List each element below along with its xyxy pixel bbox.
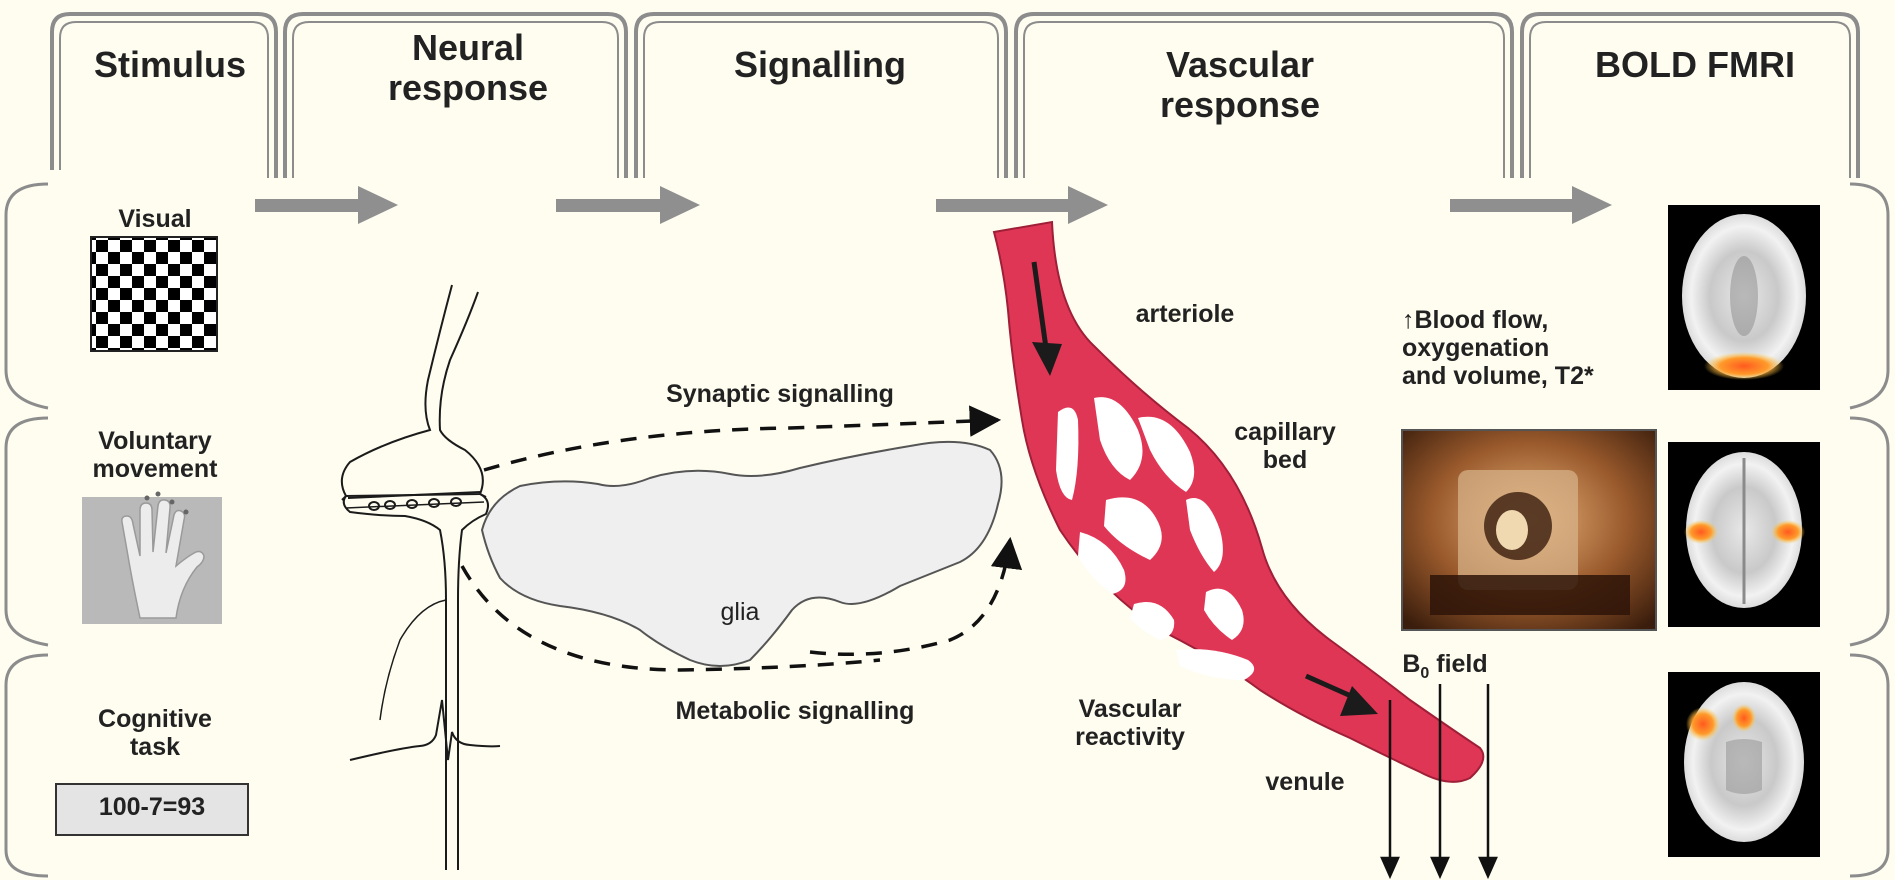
glia-label: glia — [700, 598, 780, 626]
flow-arrow-1 — [255, 186, 398, 224]
arteriole-label: arteriole — [1110, 300, 1260, 328]
bold-caption: ↑Blood flow, oxygenation and volume, T2* — [1402, 306, 1662, 390]
b0-symbol: B — [1402, 650, 1420, 678]
b0-subscript: 0 — [1420, 665, 1429, 682]
brain-scan-cognitive — [1668, 672, 1820, 857]
tab-stimulus — [52, 14, 276, 178]
vascular-reactivity-label: Vascular reactivity — [1050, 695, 1210, 751]
tab-bold — [1522, 14, 1858, 178]
flow-arrow-3 — [936, 186, 1108, 224]
neuron-drawing — [342, 285, 500, 870]
brain-scan-motor — [1668, 442, 1820, 627]
stage-tabs — [52, 14, 1858, 178]
flow-arrows — [255, 186, 1612, 224]
task-box-text: 100-7=93 — [56, 793, 248, 821]
stage-title-stimulus: Stimulus — [70, 45, 270, 85]
tab-signalling — [636, 14, 1006, 178]
glia-cell — [482, 442, 1002, 666]
b0-suffix: field — [1429, 650, 1487, 678]
synaptic-signalling-label: Synaptic signalling — [630, 380, 930, 408]
b0-field-label: B0 field — [1375, 650, 1515, 683]
venule-label: venule — [1250, 768, 1360, 796]
stage-title-bold: BOLD FMRI — [1560, 45, 1830, 85]
stage-title-vascular: Vascular response — [1110, 45, 1370, 126]
hand-photo-icon — [82, 492, 222, 625]
flow-arrow-2 — [556, 186, 700, 224]
capillary-bed-label: capillary bed — [1210, 418, 1360, 474]
flow-arrow-4 — [1450, 186, 1612, 224]
stage-title-neural: Neural response — [348, 28, 588, 109]
stage-title-signalling: Signalling — [680, 45, 960, 85]
mri-scanner-photo — [1402, 430, 1656, 630]
checkerboard-icon — [91, 237, 217, 351]
stimulus-label-cognitive: Cognitive task — [60, 705, 250, 761]
stimulus-label-movement: Voluntary movement — [60, 427, 250, 483]
metabolic-signalling-label: Metabolic signalling — [635, 697, 955, 725]
stimulus-label-visual: Visual — [70, 205, 240, 233]
brain-scan-visual — [1668, 205, 1820, 390]
